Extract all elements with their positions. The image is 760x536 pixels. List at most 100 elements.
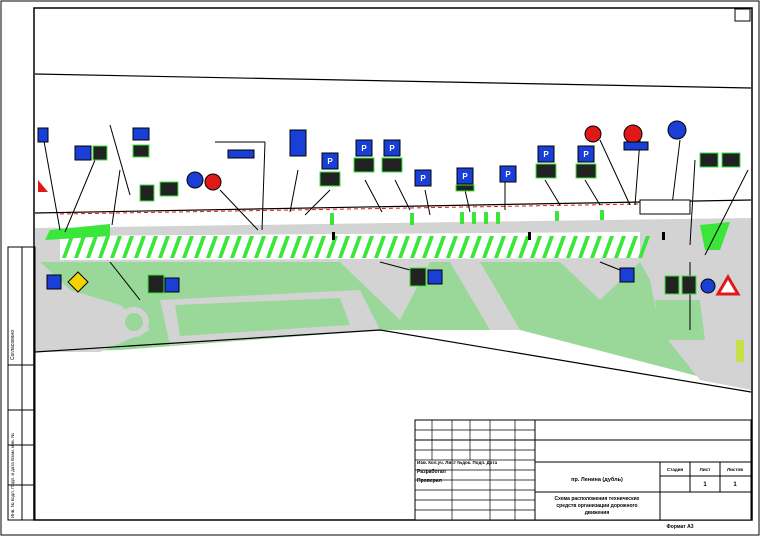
corner-box [734,8,751,22]
sign-plate-icon [664,275,680,295]
sign-plate-icon [139,184,155,202]
zebra-stripe [110,236,122,258]
zebra-stripe [362,236,374,258]
sign-label: P [420,174,426,183]
parking-sign-icon [74,145,92,161]
sign-label: P [327,157,333,166]
priority-road-sign-icon [67,271,89,293]
zebra-stripe [566,236,578,258]
parking-sign-icon [577,145,595,163]
street-plan [35,73,751,393]
prohibition-sign-icon [700,278,716,294]
zebra-stripe [254,236,266,258]
prohibition-sign-icon [204,173,222,191]
sign-label: P [389,144,395,153]
zebra-stripe [530,236,542,258]
sign-label: P [462,172,468,181]
sign-label: P [505,170,511,179]
zebra-stripe [410,236,422,258]
stage-label: Стадия [667,467,684,472]
zebra-stripe [602,236,614,258]
sign-label: P [543,150,549,159]
sheets-label: Листов [727,467,743,472]
parking-sign-icon [46,274,62,290]
drawing-title-2: средств организации дорожного [556,503,637,509]
zebra-stripe [422,236,434,258]
zebra-stripe [218,236,230,258]
road-edge-dashed [59,203,641,215]
grass-patch [175,298,350,336]
zebra-stripe [158,236,170,258]
sheet-label: Лист [700,467,711,472]
zebra-stripe [626,236,638,258]
sign-plate-icon [319,171,341,187]
zebra-stripe [350,236,362,258]
header-columns: Изм. Кол.уч. Лист №док. Подп. Дата [417,460,497,465]
parking-sign-icon [456,167,474,185]
zebra-stripe [134,236,146,258]
zebra-stripe [182,236,194,258]
zebra-stripe [278,236,290,258]
zebra-stripe [206,236,218,258]
zebra-stripe [290,236,302,258]
parking-sign-icon [537,145,555,163]
sign-plate-icon [353,157,375,173]
zebra-stripe [326,236,338,258]
sign-plate-icon [535,163,557,179]
zebra-stripe [374,236,386,258]
zebra-stripe [314,236,326,258]
zebra-stripe [122,236,134,258]
warning-triangle-icon [715,274,741,296]
zebra-stripe [494,236,506,258]
zebra-stripe [98,236,110,258]
sign-plate-icon [381,157,403,173]
role-checker: Проверил [417,478,442,484]
parking-sign-icon [321,152,339,170]
zebra-stripe [638,236,650,258]
parking-sign-icon [355,139,373,157]
zebra-stripe [590,236,602,258]
sign-plate-icon [575,163,597,179]
sheets-value: 1 [733,482,737,488]
zebra-stripe [482,236,494,258]
inventory-labels: Инв. № подл. Подп. и дата Взам. инв. № [10,433,15,518]
drawing-title-1: Схема расположения технических [555,496,640,502]
zebra-stripe [542,236,554,258]
object-name: пр. Ленина (дубль) [571,476,623,483]
sign-plate-icon [409,267,427,287]
sign-label: P [583,150,589,159]
lane-arrows [330,210,604,225]
hatched-lane [60,232,650,260]
zebra-stripe [614,236,626,258]
prohibition-sign-icon [667,120,687,140]
sign-plate-icon [159,181,179,197]
prohibition-sign-icon [584,125,602,143]
sign-plate-icon [721,152,741,168]
parking-sign-icon [164,277,180,293]
sheet-value: 1 [703,482,707,488]
parking-sign-icon [289,129,307,157]
grass-area [35,262,751,390]
parking-sign-icon [619,267,635,283]
zebra-stripe [434,236,446,258]
inner-frame [33,7,753,521]
road-edge-top [35,199,751,214]
sign-plate-icon [132,144,150,158]
bus-stop-shelter [639,199,691,215]
zebra-stripe [62,236,74,258]
agreed-label: Согласовано [10,330,16,360]
zebra-stripe [338,236,350,258]
parking-marks [332,232,665,240]
round-plaza [119,307,149,337]
zebra-stripe [554,236,566,258]
zebra-stripe [86,236,98,258]
parking-sign-icon [414,169,432,187]
leader-lines [41,124,749,330]
parking-sign-icon [427,269,443,285]
zebra-stripe [230,236,242,258]
parking-sign-icon [383,139,401,157]
sign-plate-icon [699,152,719,168]
prohibition-sign-icon [186,171,204,189]
parking-sign-icon [499,165,517,183]
